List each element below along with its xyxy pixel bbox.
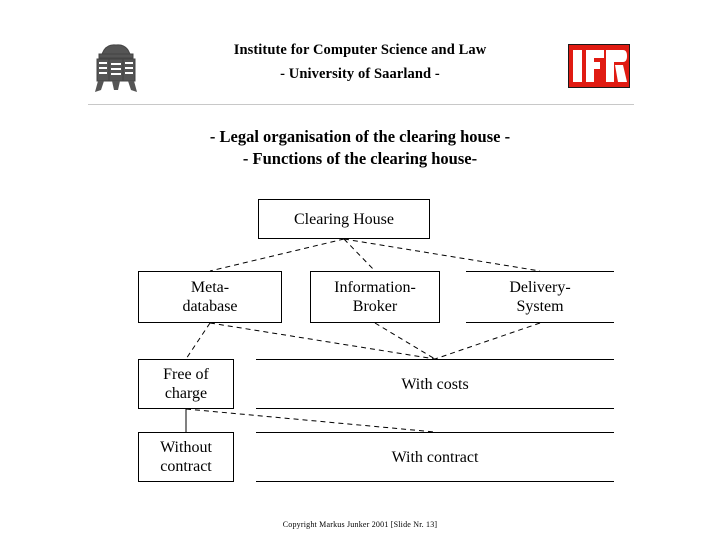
diagram-edge-information-broker-to-with-costs [374, 322, 436, 360]
diagram-node-label: With costs [401, 375, 469, 393]
diagram-node-meta-database: Meta-database [138, 271, 282, 323]
copyright-footer: Copyright Markus Junker 2001 [Slide Nr. … [282, 520, 438, 529]
institution-line-2: - University of Saarland - [280, 66, 440, 82]
page-title: - Legal organisation of the clearing hou… [130, 126, 590, 170]
slide-header: Institute for Computer Science and Law -… [90, 38, 630, 100]
owl-crest-logo [90, 40, 142, 96]
header-divider [88, 104, 634, 105]
institution-title: Institute for Computer Science and Law -… [195, 38, 525, 86]
diagram-node-with-contract: With contract [256, 432, 614, 482]
diagram-edge-clearing-house-to-meta-database [209, 238, 345, 272]
ifr-logo [568, 44, 630, 88]
diagram-edge-meta-database-to-with-costs [209, 322, 436, 360]
diagram-node-label: Clearing House [294, 210, 394, 228]
diagram-node-clearing-house: Clearing House [258, 199, 430, 239]
diagram-edge-free-of-charge-to-with-contract [185, 408, 436, 433]
page-title-line-2: - Functions of the clearing house- [242, 149, 478, 168]
diagram-edge-clearing-house-to-information-broker [343, 238, 376, 272]
institution-line-1: Institute for Computer Science and Law [233, 42, 487, 58]
diagram-node-label: Meta-database [182, 279, 238, 315]
diagram-edge-delivery-system-to-with-costs [434, 322, 541, 360]
page-title-line-1: - Legal organisation of the clearing hou… [209, 127, 511, 146]
diagram-edges [185, 238, 541, 433]
diagram-edge-clearing-house-to-delivery-system [343, 238, 541, 272]
diagram-node-label: Delivery-System [509, 279, 571, 315]
diagram-edge-meta-database-to-free-of-charge [185, 322, 211, 360]
diagram-node-delivery-system: Delivery-System [466, 271, 614, 323]
diagram-node-label: With contract [391, 448, 479, 466]
diagram-node-label: Information-Broker [334, 279, 416, 315]
diagram-node-with-costs: With costs [256, 359, 614, 409]
diagram-node-information-broker: Information-Broker [310, 271, 440, 323]
